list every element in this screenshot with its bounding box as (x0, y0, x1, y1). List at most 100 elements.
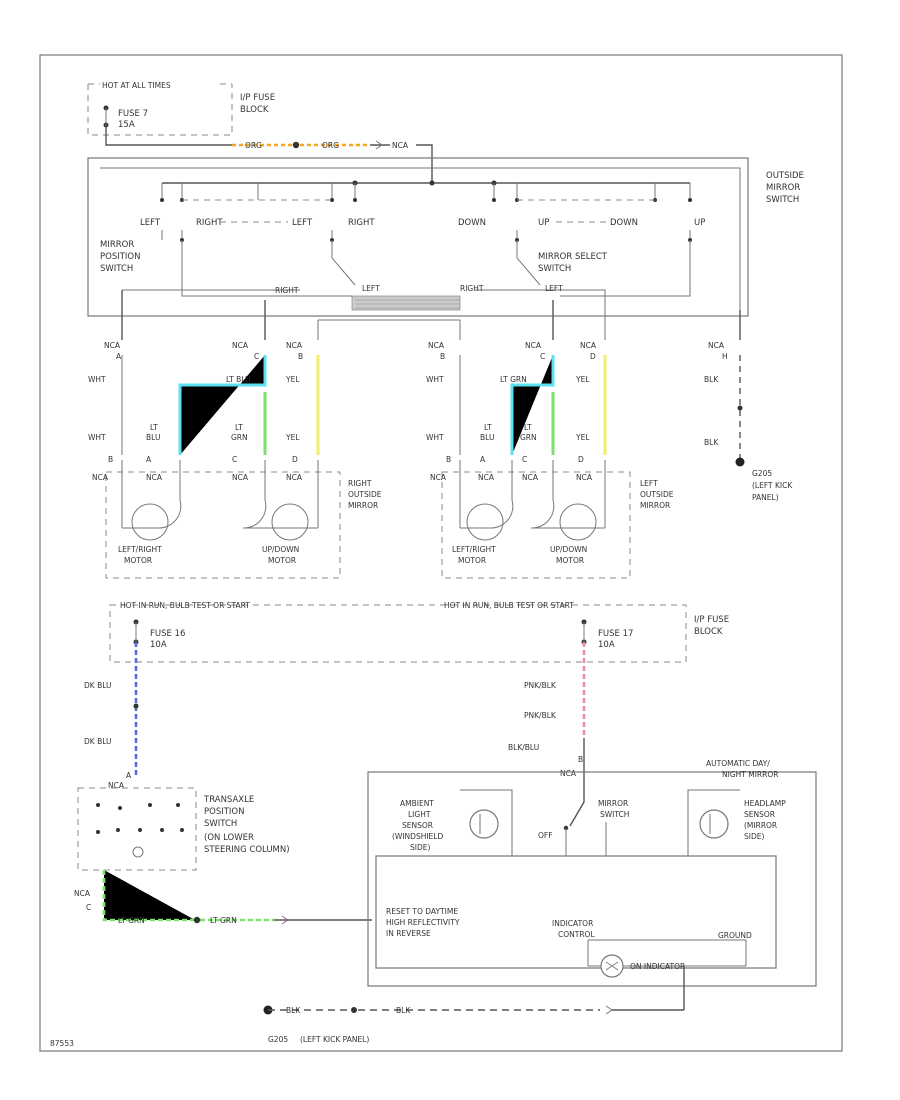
transaxle-l2: POSITION (204, 807, 244, 817)
lm-nca-2: NCA (478, 473, 495, 482)
ip-fuse-block-label-1: I/P FUSE (240, 93, 275, 103)
wire-yel-3: YEL (285, 433, 300, 442)
rm-nca-3: NCA (232, 473, 249, 482)
wire-blk-bottom-1: BLK (286, 1006, 301, 1015)
ground-1-name: G205 (752, 469, 772, 478)
headlamp-l4: SIDE) (744, 832, 764, 841)
mirror-switch-off: OFF (538, 831, 553, 840)
switch-label-3: SWITCH (766, 195, 799, 205)
right-outside-mirror: B A C D NCA NCA NCA NCA LEFT/RIGHT MOTOR… (92, 455, 382, 579)
wire-yel-1: YEL (285, 375, 300, 384)
ganged-link (351, 295, 461, 311)
rm-label-3: MIRROR (348, 501, 378, 510)
pin-5-nca: NCA (525, 341, 542, 350)
trans-conn-a: A (126, 771, 132, 780)
pin-1-nca: NCA (104, 341, 121, 350)
fuse-block-middle: HOT IN RUN, BULB TEST OR START HOT IN RU… (109, 601, 729, 663)
lm-nca-3: NCA (522, 473, 539, 482)
mirror-pos-switch-2: POSITION (100, 252, 140, 262)
trans-conn-c: C (86, 903, 91, 912)
wire-label-orn-1: ORG (245, 141, 262, 150)
fuse-17-label: FUSE 17 (598, 629, 633, 639)
wire-wht-4: WHT (426, 433, 444, 442)
rm-motor2-l1: UP/DOWN (262, 545, 299, 554)
mirror-select-switch-2: SWITCH (538, 264, 571, 274)
pin-3-letter: B (298, 352, 303, 361)
fuse-7-label: FUSE 7 (118, 109, 148, 119)
switch-down-2: DOWN (610, 218, 638, 228)
switch-down-1: DOWN (458, 218, 486, 228)
mirror-switch-l2: SWITCH (600, 810, 629, 819)
rm-conn-b: B (108, 455, 113, 464)
switch-right-r: RIGHT (460, 284, 484, 293)
rm-conn-c: C (232, 455, 237, 464)
rm-motor2-l2: MOTOR (268, 556, 296, 565)
left-outside-mirror: B A C D NCA NCA NCA NCA LEFT/RIGHT MOTOR… (430, 455, 674, 579)
mirror-feed-wires: WHT LT BLU YEL WHT LT BLU LT GRN YEL WHT… (88, 355, 793, 502)
headlamp-l2: SENSOR (744, 810, 775, 819)
headlamp-l1: HEADLAMP (744, 799, 786, 808)
pin-6-nca: NCA (580, 341, 597, 350)
on-indicator-label: ON INDICATOR (630, 962, 685, 971)
transaxle-l4: (ON LOWER (204, 833, 254, 843)
lm-motor1-l2: MOTOR (458, 556, 486, 565)
ground-g205-top (735, 457, 745, 467)
auto-title-2: NIGHT MIRROR (722, 770, 778, 779)
wire-ltgrn-1: LT GRN (118, 916, 145, 925)
lm-label-1: LEFT (640, 479, 658, 488)
switch-up-1: UP (538, 218, 549, 228)
mirror-pos-switch-1: MIRROR (100, 240, 134, 250)
fuse-block-top: HOT AT ALL TIMES FUSE 7 15A I/P FUSE BLO… (87, 81, 275, 146)
wire-blu-4b: BLU (480, 433, 494, 442)
switch-left-r: LEFT (545, 284, 563, 293)
ambient-l2: LIGHT (408, 810, 431, 819)
transaxle-l1: TRANSAXLE (203, 795, 254, 805)
lm-conn-a: A (480, 455, 486, 464)
ground-2-name: G205 (268, 1035, 288, 1044)
orange-feed-wire: ORG ORG NCA (232, 140, 433, 183)
wire-grn-3d: GRN (231, 433, 248, 442)
switch-left-1: LEFT (140, 218, 161, 228)
lm-label-3: MIRROR (640, 501, 670, 510)
bottom-ground-wire: BLK BLK G205 (LEFT KICK PANEL) (263, 1005, 684, 1044)
wire-ltgrn-2: LT GRN (210, 916, 237, 925)
rm-label-2: OUTSIDE (348, 490, 382, 499)
wire-wht-3: WHT (88, 433, 106, 442)
auto-nca-b: NCA (560, 769, 577, 778)
outside-mirror-switch: OUTSIDE MIRROR SWITCH LEFT RIGHT LEFT RI… (87, 157, 804, 340)
wire-lt-3c: LT (235, 423, 243, 432)
indicator-l1: INDICATOR (552, 919, 593, 928)
switch-label-2: MIRROR (766, 183, 800, 193)
pin-7-letter: H (722, 352, 728, 361)
transaxle-position-switch: TRANSAXLE POSITION SWITCH (ON LOWER STEE… (77, 787, 290, 871)
fuse-mid-hdr-right: HOT IN RUN, BULB TEST OR START (444, 601, 574, 610)
switch-label-1: OUTSIDE (766, 171, 804, 181)
reset-l3: IN REVERSE (386, 929, 431, 938)
wire-lt-4a: LT (484, 423, 492, 432)
fuse-top-header: HOT AT ALL TIMES (102, 81, 171, 90)
mirror-select-switch-1: MIRROR SELECT (538, 252, 608, 262)
rm-nca-2: NCA (146, 473, 163, 482)
wire-lt-3a: LT (150, 423, 158, 432)
ud-motor-left (559, 503, 597, 541)
ambient-l1: AMBIENT (400, 799, 434, 808)
rm-nca-4: NCA (286, 473, 303, 482)
rm-motor1-l1: LEFT/RIGHT (118, 545, 162, 554)
rm-conn-a: A (146, 455, 152, 464)
fuse-16-label: FUSE 16 (150, 629, 185, 639)
reset-l2: HIGH REFLECTIVITY (386, 918, 460, 927)
wire-wht-1: WHT (88, 375, 106, 384)
pin-6-letter: D (590, 352, 596, 361)
connector-nca-top: NCA (392, 141, 409, 150)
control-logic-box (375, 855, 777, 969)
ambient-l4: (WINDSHIELD (392, 832, 443, 841)
wire-dkblu-1: DK BLU (84, 681, 112, 690)
transaxle-l3: SWITCH (204, 819, 237, 829)
wire-yel-2: YEL (575, 375, 590, 384)
fuse-mid-hdr-left: HOT IN RUN, BULB TEST OR START (120, 601, 250, 610)
wire-label-orn-2: ORG (322, 141, 339, 150)
pin-2-letter: C (254, 352, 259, 361)
wire-ltblu-1: LT BLU (226, 375, 251, 384)
pin-3-nca: NCA (286, 341, 303, 350)
